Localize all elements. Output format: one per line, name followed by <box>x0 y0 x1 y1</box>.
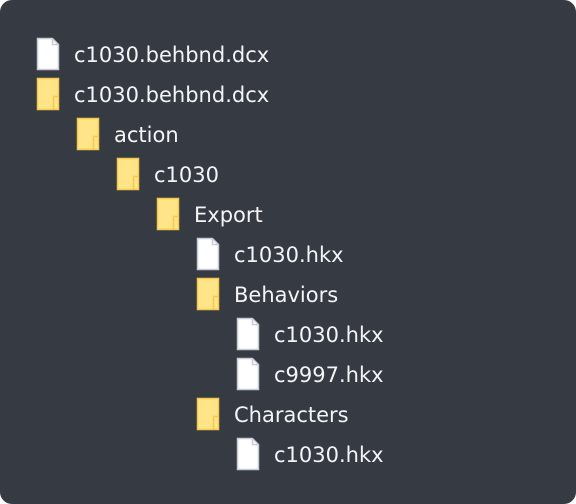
file-icon <box>236 437 260 471</box>
tree-item-label: c1030.hkx <box>274 322 384 347</box>
file-icon <box>36 37 60 71</box>
tree-item-behaviors[interactable]: Behaviors <box>196 276 338 312</box>
tree-item-c1030-folder[interactable]: c1030 <box>116 156 219 192</box>
folder-icon <box>36 77 60 111</box>
file-icon <box>236 357 260 391</box>
folder-icon <box>156 197 180 231</box>
tree-item-label: c1030.behbnd.dcx <box>74 82 270 107</box>
tree-item-label: c1030 <box>154 162 219 187</box>
tree-item-label: action <box>114 122 179 147</box>
folder-icon <box>196 397 220 431</box>
folder-icon <box>76 117 100 151</box>
folder-icon <box>196 277 220 311</box>
tree-item-label: Characters <box>234 402 349 427</box>
tree-item-label: c1030.hkx <box>234 242 344 267</box>
tree-item-behaviors-file-1[interactable]: c1030.hkx <box>236 316 384 352</box>
tree-item-export-file[interactable]: c1030.hkx <box>196 236 344 272</box>
tree-item-label: c1030.behbnd.dcx <box>74 42 270 67</box>
tree-item-root-folder[interactable]: c1030.behbnd.dcx <box>36 76 269 112</box>
folder-icon <box>116 157 140 191</box>
tree-item-label: c1030.hkx <box>274 442 384 467</box>
tree-item-label: Export <box>194 202 263 227</box>
file-icon <box>196 237 220 271</box>
tree-item-action[interactable]: action <box>76 116 179 152</box>
tree-item-export[interactable]: Export <box>156 196 263 232</box>
tree-item-characters-file[interactable]: c1030.hkx <box>236 436 384 472</box>
tree-item-behaviors-file-2[interactable]: c9997.hkx <box>236 356 384 392</box>
tree-item-label: c9997.hkx <box>274 362 384 387</box>
tree-item-characters[interactable]: Characters <box>196 396 349 432</box>
file-icon <box>236 317 260 351</box>
tree-item-label: Behaviors <box>234 282 339 307</box>
tree-item-root-file[interactable]: c1030.behbnd.dcx <box>36 36 269 72</box>
